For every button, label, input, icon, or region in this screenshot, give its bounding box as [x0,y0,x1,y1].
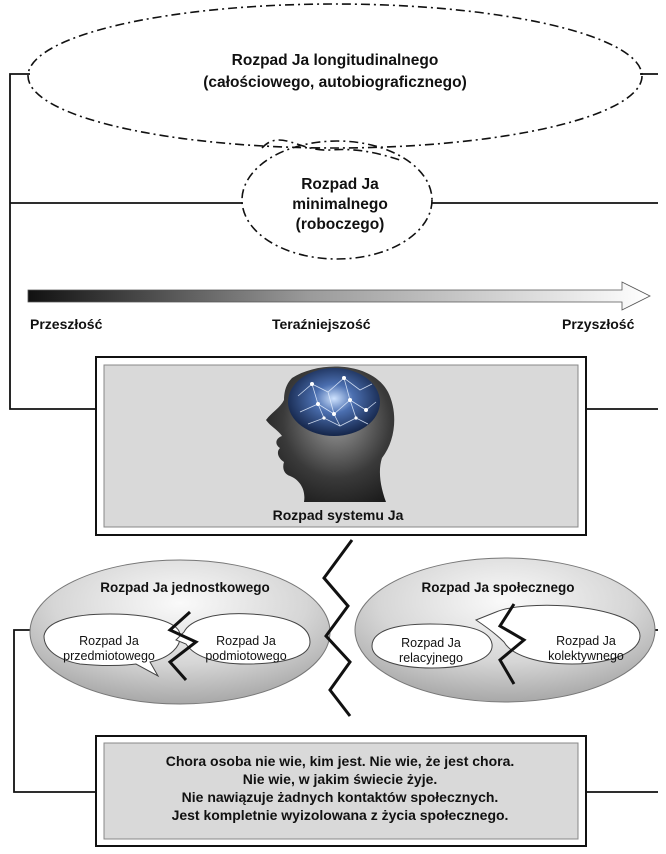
bubble-subject-line1: Rozpad Ja [216,634,276,648]
crack-line [322,539,354,717]
timeline-arrow [27,281,651,311]
social-self-title: Rozpad Ja społecznego [421,580,575,595]
bubble-relational-line2: relacyjnego [399,651,463,665]
minimal-line1: Rozpad Ja [301,176,379,193]
description-line2: Nie wie, w jakim świecie żyje. [242,771,438,787]
bubble-collective-line2: kolektywnego [548,649,624,663]
individual-self-oval [29,559,331,705]
description-text: Chora osoba nie wie, kim jest. Nie wie, … [100,752,580,824]
minimal-line2: minimalnego [292,196,388,213]
bubble-object-line1: Rozpad Ja [79,634,139,648]
description-line1: Chora osoba nie wie, kim jest. Nie wie, … [165,753,515,769]
head-brain-image [266,366,395,502]
bubble-subject-self: Rozpad Ja podmiotowego [198,634,294,664]
description-line4: Jest kompletnie wyizolowana z życia społ… [171,807,509,823]
longitudinal-subtitle: (całościowego, autobiograficznego) [203,74,467,91]
frame-lines [9,73,658,793]
bubble-object-self: Rozpad Ja przedmiotowego [56,634,162,664]
longitudinal-title: Rozpad Ja longitudinalnego [231,52,439,69]
bubble-collective-self: Rozpad Ja kolektywnego [540,634,632,664]
longitudinal-oval [27,3,643,260]
minimal-self-label: Rozpad Ja minimalnego (roboczego) [255,175,425,235]
social-self-oval [354,557,656,703]
bubble-subject-line2: podmiotowego [205,649,287,663]
individual-self-title: Rozpad Ja jednostkowego [100,580,270,595]
bubble-relational-line1: Rozpad Ja [401,636,461,650]
system-caption: Rozpad systemu Ja [272,507,404,523]
timeline-past-label: Przeszłość [30,316,103,332]
longitudinal-self-label: Rozpad Ja longitudinalnego (całościowego… [120,50,550,94]
bubble-object-line2: przedmiotowego [63,649,155,663]
bubble-collective-line1: Rozpad Ja [556,634,616,648]
timeline-present-label: Teraźniejszość [272,316,371,332]
minimal-line3: (roboczego) [295,216,385,233]
description-line3: Nie nawiązuje żadnych kontaktów społeczn… [181,789,499,805]
description-box [95,735,587,847]
timeline-future-label: Przyszłość [562,316,635,332]
bubble-relational-self: Rozpad Ja relacyjnego [386,636,476,666]
